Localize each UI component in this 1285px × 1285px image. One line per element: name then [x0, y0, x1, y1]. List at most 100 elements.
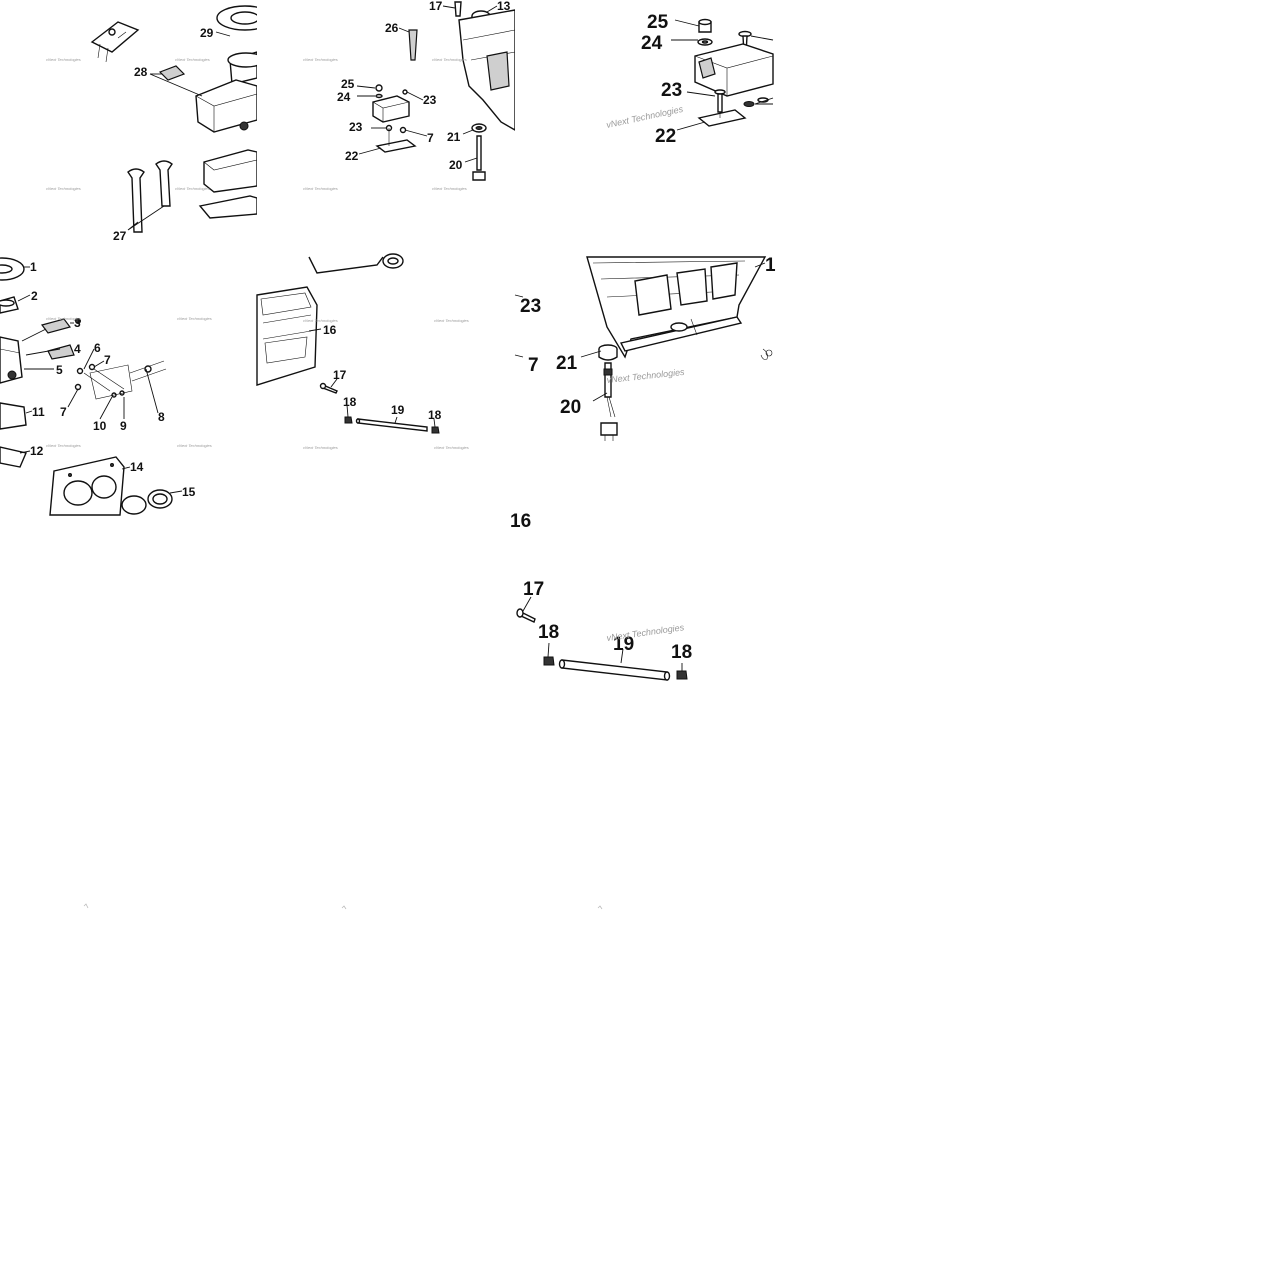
callout-24: 24 — [641, 33, 663, 54]
scan-specks — [83, 903, 603, 910]
callout-19: 19 — [391, 403, 405, 417]
callout-7: 7 — [427, 131, 434, 145]
callout-10: 10 — [93, 419, 107, 433]
airbox-lower — [198, 149, 258, 219]
bolt-23 — [714, 89, 769, 113]
rod-19 — [355, 418, 428, 432]
watermark: vNext Technologies — [177, 316, 212, 321]
callout-17: 17 — [333, 368, 347, 382]
filter-housing-14 — [49, 456, 125, 516]
callout-3: 3 — [74, 316, 81, 330]
airbox-tray-16 — [256, 286, 318, 386]
pad-part — [158, 65, 186, 81]
airbox-cover — [195, 79, 258, 133]
sensor-20 — [600, 362, 618, 441]
watermark: vNext Technologies — [432, 57, 467, 62]
diagram-panel-5-drawing: 16 17 18 19 18 vNext Technologies vNext … — [256, 253, 469, 450]
leader-lines — [671, 19, 774, 131]
nuts-18 — [543, 656, 688, 680]
callout-19: 19 — [613, 634, 634, 655]
grommet-21 — [598, 344, 618, 361]
diagram-panel-3-drawing: 25 24 23 22 vNext Technologies — [605, 12, 774, 147]
module-box — [372, 95, 410, 123]
stud-26 — [408, 29, 418, 61]
callout-7: 7 — [60, 405, 67, 419]
callout-23: 23 — [423, 93, 437, 107]
diagram-panel-1: 29 28 27 vNext Technologies vNext Techno… — [0, 0, 274, 257]
watermark: vNext Technologies — [46, 186, 81, 191]
callout-17: 17 — [523, 579, 544, 600]
watermark: vNext Technologies — [303, 318, 338, 323]
sensor-20 — [472, 135, 486, 181]
watermark: vNext Technologies — [46, 316, 81, 321]
watermark: vNext Technologies — [434, 445, 469, 450]
watermark: vNext Technologies — [303, 445, 338, 450]
callout-21: 21 — [447, 130, 461, 144]
airbox-lower — [0, 402, 27, 468]
leader-lines — [514, 262, 766, 402]
watermark: vNext Technologies — [432, 186, 467, 191]
callout-23: 23 — [349, 120, 363, 134]
callout-15: 15 — [182, 485, 196, 499]
callout-25: 25 — [341, 77, 355, 91]
callout-22: 22 — [655, 126, 676, 147]
nuts-18 — [344, 416, 440, 434]
callout-24: 24 — [337, 90, 351, 104]
callout-6: 6 — [94, 341, 101, 355]
callout-7: 7 — [528, 355, 539, 376]
diagram-panel-7: 16 17 18 19 18 vNext Technologies — [510, 511, 773, 773]
watermark: vNext Technologies — [46, 57, 81, 62]
leader-lines — [308, 328, 436, 428]
bracket-22 — [375, 128, 417, 153]
callout-12: 12 — [30, 444, 44, 458]
bolt-17 — [516, 608, 536, 623]
callout-7: 7 — [104, 353, 111, 367]
callout-29: 29 — [200, 26, 214, 40]
tray-top-edge — [308, 253, 404, 274]
callout-4: 4 — [74, 342, 81, 356]
callout-22: 22 — [345, 149, 359, 163]
watermark: vNext Technologies — [606, 622, 685, 643]
fasteners — [74, 363, 133, 400]
callout-1: 1 — [30, 260, 37, 274]
leader-lines — [522, 596, 683, 671]
callout-21: 21 — [556, 353, 578, 374]
callout-14: 14 — [130, 460, 144, 474]
callout-18: 18 — [538, 622, 559, 643]
callout-13: 13 — [497, 0, 511, 13]
bracket-22 — [697, 109, 747, 127]
bolt-17 — [319, 382, 338, 394]
airbox-housing — [586, 256, 767, 359]
small-fitting — [760, 348, 773, 360]
intake-horns — [127, 160, 173, 233]
callout-11: 11 — [32, 405, 45, 419]
washer-24 — [697, 38, 713, 46]
callout-16: 16 — [510, 511, 531, 532]
callout-8: 8 — [158, 410, 165, 424]
leader-lines — [356, 5, 498, 163]
callout-27: 27 — [113, 229, 127, 243]
grommet-21 — [471, 123, 487, 133]
boots-15 — [121, 489, 173, 515]
diagram-panel-1-drawing: 29 28 27 vNext Technologies vNext Techno… — [46, 5, 274, 243]
callout-23: 23 — [520, 296, 541, 317]
callout-5: 5 — [56, 363, 63, 377]
callout-25: 25 — [647, 12, 669, 33]
callout-20: 20 — [560, 397, 581, 418]
ring-1 — [0, 257, 25, 281]
leader-lines — [17, 266, 183, 494]
callout-18: 18 — [343, 395, 357, 409]
diagram-panel-6: 1 23 7 21 20 vNext Technologies — [514, 255, 776, 515]
callout-9: 9 — [120, 419, 127, 433]
callout-20: 20 — [449, 158, 463, 172]
watermark: vNext Technologies — [303, 57, 338, 62]
rod-19 — [558, 659, 671, 681]
watermark: vNext Technologies — [175, 186, 210, 191]
diagram-panel-6-drawing: 1 23 7 21 20 vNext Technologies — [514, 255, 776, 441]
diagram-panel-3: 25 24 23 22 vNext Technologies — [515, 0, 774, 257]
diagram-panel-4-drawing: 1 2 3 4 5 6 7 7 8 9 10 11 12 14 15 vNext… — [0, 257, 212, 516]
callout-16: 16 — [323, 323, 337, 337]
watermark: vNext Technologies — [175, 57, 210, 62]
bracket-part — [90, 21, 140, 63]
